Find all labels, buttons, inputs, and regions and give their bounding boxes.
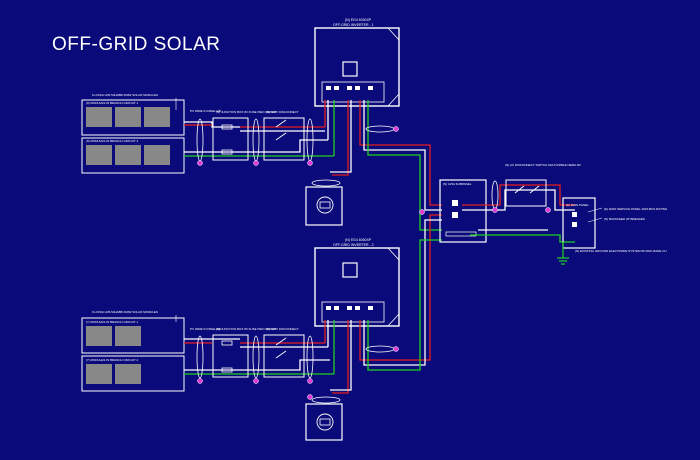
inverter-bottom-label-2: OFF-GRID INVERTER - 2: [333, 243, 374, 247]
array-top-circuit1-label: (9) MODULES IN BRANCH CIRCUIT 1: [86, 101, 138, 105]
main-panel-label: (E) MAIN PANEL: [566, 203, 589, 207]
battery-top: [305, 179, 343, 226]
pv-wire-label-top: PV WIRE IN FREE AIR: [190, 109, 222, 113]
pv-wire-label-bottom: PV WIRE IN FREE AIR: [190, 327, 222, 331]
main-breaker-label: (E) MAIN SERVICE PANEL 200A BUS RATING: [604, 207, 668, 211]
inverter-top: [314, 27, 400, 107]
ac-disconnect-label: (N) AC DISCONNECT SWITCH 60A FUSIBLE NEM…: [505, 163, 581, 167]
conduit-marker: [196, 335, 204, 379]
conduit-marker: [365, 345, 395, 353]
dc-wiring-bottom: [184, 338, 334, 375]
battery-icon: [316, 413, 334, 431]
inverter-top-label-2: OFF-GRID INVERTER - 1: [333, 23, 374, 27]
conduit-marker: [365, 125, 395, 133]
conduit-marker: [306, 335, 314, 379]
dc-disconnect-top: [263, 117, 305, 161]
inverter-bottom: [314, 247, 400, 327]
ground-note: (N) EXISTING GROUND ELECTRODE SYSTEM #6 …: [575, 249, 667, 253]
array-bottom-circuit2-label: (7) MODULES IN BRANCH CIRCUIT 2: [86, 358, 138, 362]
array-bottom-circuit1-label: (7) MODULES IN BRANCH CIRCUIT 1: [86, 320, 138, 324]
combiner-box-bottom: [212, 334, 249, 378]
ac-subpanel: (N) 125A SUBPANEL: [439, 179, 487, 243]
array-top-circuit2-label: (9) MODULES IN BRANCH CIRCUIT 2: [86, 139, 138, 143]
combiner-box-top: [212, 117, 249, 161]
battery-icon: [316, 196, 334, 214]
combiner-bottom-label: (N) JUNCTION BOX W/ FUSE PER CIRCUIT: [216, 327, 277, 331]
battery-bottom: [305, 396, 343, 441]
disconnect-bottom-label: (N) 600V DISCONNECT: [266, 327, 299, 331]
solar-array-top: 9 LONGI LR5-54HABB 400W SOLAR MODULES (9…: [81, 93, 185, 174]
array-top-header: 9 LONGI LR5-54HABB 400W SOLAR MODULES: [92, 93, 158, 97]
ac-panel-label: (N) 125A SUBPANEL: [443, 182, 472, 186]
inverter-terminal-block: [321, 301, 385, 323]
disconnect-top-label: (N) 600V DISCONNECT: [266, 110, 299, 114]
diagram-title: OFF-GRID SOLAR: [52, 34, 221, 55]
ground-electrode-icon: [557, 242, 569, 265]
solar-array-bottom: 9 LONGI LR5-54HABB 400W SOLAR MODULES (7…: [81, 310, 185, 392]
inverter-display-icon: [342, 61, 358, 77]
solar-panel-string: [81, 99, 185, 136]
backfeed-label: (N) BACKFEED 2P BREAKER: [604, 217, 646, 221]
conduit-marker: [252, 118, 260, 162]
ac-disconnect: (N) AC DISCONNECT SWITCH 60A FUSIBLE NEM…: [505, 163, 581, 207]
main-service-panel: (E) MAIN PANEL (E) MAIN SERVICE PANEL 20…: [562, 197, 668, 253]
array-bottom-header: 9 LONGI LR5-54HABB 400W SOLAR MODULES: [92, 310, 158, 314]
inverter-top-label-1: (N) EG4 6000XP: [345, 18, 372, 22]
combiner-top-label: (N) JUNCTION BOX W/ FUSE PER CIRCUIT: [216, 110, 277, 114]
junction-markers: [197, 126, 551, 400]
inverter-display-icon: [342, 262, 358, 278]
dc-disconnect-bottom: [263, 334, 305, 378]
inverter-terminal-block: [321, 81, 385, 103]
inverter-bottom-label-1: (N) EG4 6000XP: [345, 238, 372, 242]
solar-panel-string: [81, 317, 185, 354]
conduit-marker: [252, 335, 260, 379]
